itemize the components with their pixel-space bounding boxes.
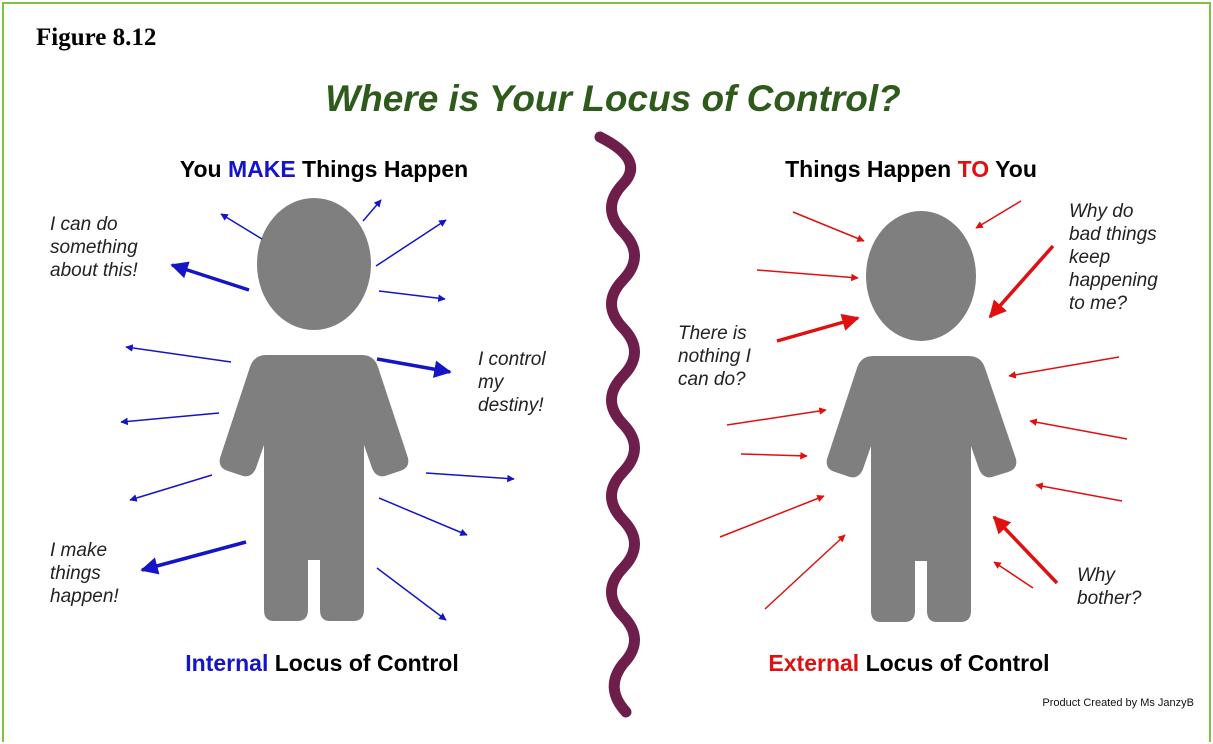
red-arrow (764, 534, 846, 610)
blue-arrow (376, 567, 447, 621)
blue-arrow (375, 219, 447, 267)
red-arrow (993, 561, 1034, 589)
blue-arrow (220, 213, 263, 240)
red-arrow-bold (992, 515, 1059, 585)
red-arrow (719, 494, 825, 538)
red-arrow (1029, 418, 1128, 440)
person-figure-left (219, 198, 409, 621)
blue-arrow (129, 474, 213, 502)
callout-right-top: Why do bad things keep happening to me? (1069, 201, 1163, 314)
red-arrow (975, 200, 1022, 229)
red-arrow (756, 269, 859, 282)
blue-arrow-bold (170, 261, 250, 292)
person-figure-right (826, 211, 1017, 622)
left-footer: Internal Locus of Control (185, 650, 458, 676)
figure-label: Figure 8.12 (36, 24, 157, 51)
blue-arrow (120, 412, 220, 426)
blue-arrow (362, 199, 382, 222)
callout-left-middle: I control my destiny! (478, 349, 551, 416)
right-footer: External Locus of Control (768, 650, 1049, 676)
red-arrow (792, 211, 865, 242)
callout-left-top: I can do something about this! (50, 214, 143, 281)
callout-right-bottom: Why bother? (1077, 565, 1142, 609)
left-heading: You MAKE Things Happen (180, 156, 468, 182)
right-heading: Things Happen TO You (785, 156, 1037, 182)
credit-text: Product Created by Ms JanzyB (1042, 697, 1194, 709)
blue-arrow-bold (376, 357, 452, 378)
red-arrow-bold (776, 313, 860, 343)
red-arrow (726, 407, 827, 426)
red-arrow-bold (988, 244, 1055, 319)
blue-arrow (378, 290, 446, 302)
callout-right-middle: There is nothing I can do? (678, 323, 756, 390)
red-arrow (740, 452, 808, 460)
blue-arrow (125, 344, 232, 363)
blue-arrow (425, 472, 515, 483)
blue-arrow (378, 497, 468, 536)
red-arrow (1008, 356, 1120, 379)
wavy-divider (594, 131, 640, 718)
internal-arrows (120, 199, 515, 621)
blue-arrow-bold (140, 540, 247, 575)
callout-left-bottom: I make things happen! (50, 540, 119, 607)
red-arrow (1035, 482, 1123, 502)
main-title: Where is Your Locus of Control? (325, 78, 901, 119)
external-arrows (719, 200, 1128, 610)
